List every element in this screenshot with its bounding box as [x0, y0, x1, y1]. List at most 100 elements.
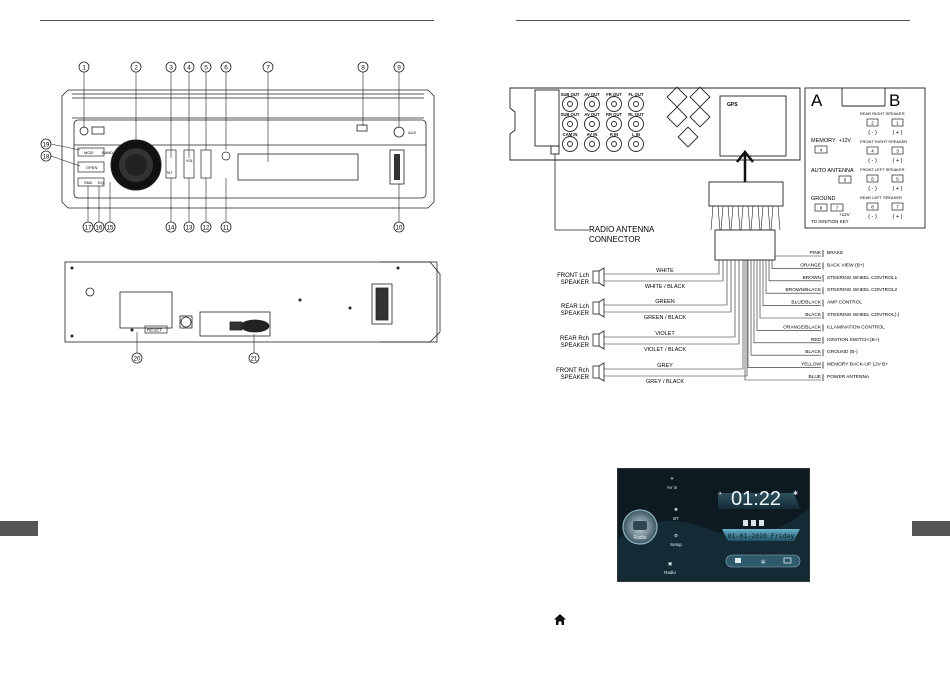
sd-slot[interactable] — [356, 124, 368, 132]
eject-panel[interactable] — [389, 149, 405, 185]
bluetooth-status-icon: ✱ — [793, 490, 798, 497]
usb-port[interactable] — [91, 126, 105, 135]
b-speaker-name: REAR LEFT SPEAKER — [860, 195, 902, 200]
volume-knob[interactable] — [110, 139, 162, 191]
antenna-label-2: CONNECTOR — [589, 235, 641, 244]
speaker-wire-color-1: VIOLET — [655, 331, 675, 337]
wire-function: BRAKE — [827, 250, 843, 256]
b-pin-plus: 3 — [896, 149, 899, 154]
bracket — [534, 89, 560, 147]
snd-label: SND — [84, 180, 93, 185]
polarity-minus: ( - ) — [868, 214, 877, 220]
b-pin-plus: 5 — [896, 177, 899, 182]
rear-panel-diagram: RESET 20 21 — [64, 261, 441, 364]
reset-label: RESET — [147, 328, 162, 333]
rca-jack-center — [633, 101, 639, 107]
menu-radio[interactable]: Radio — [664, 570, 676, 575]
rca-sub-out-2: SUB OUT — [561, 112, 580, 117]
callout-11: 11 — [223, 226, 230, 232]
menu-av-in[interactable]: AV in — [667, 485, 678, 490]
left-page-tab — [0, 521, 38, 536]
wire-function: STEERING WHEEL CONTROL2 — [827, 287, 898, 293]
rca-fr-out: FR OUT — [606, 92, 622, 97]
display-window — [237, 153, 359, 181]
next-button[interactable] — [200, 149, 212, 179]
callout-3: 3 — [169, 65, 173, 72]
mod-label: MOD — [84, 150, 93, 155]
harness-wire — [747, 205, 751, 231]
iso-connector-holes — [666, 86, 711, 148]
speaker-name-line2: SPEAKER — [561, 280, 590, 286]
rca-jack-center — [633, 141, 639, 147]
speaker-wire-color-1: WHITE — [656, 268, 674, 274]
ignition-pin: 7 — [836, 206, 839, 211]
right-page-rule — [516, 20, 910, 21]
rca-jack-center — [633, 121, 639, 127]
speaker-wire-color-2: GREY / BLACK — [646, 379, 684, 385]
polarity-plus: ( + ) — [893, 186, 903, 192]
callout-12: 12 — [203, 226, 210, 232]
rca-jack — [606, 136, 622, 152]
aux-jack[interactable] — [393, 126, 405, 138]
ground-pin: 8 — [820, 206, 823, 211]
speaker-name-line1: FRONT Lch — [557, 273, 589, 279]
harness-wire — [760, 205, 764, 231]
polarity-plus: ( + ) — [893, 214, 903, 220]
band-label: BAND — [102, 150, 113, 155]
callout-6: 6 — [224, 65, 228, 72]
radio-small-icon[interactable]: ▣ — [668, 561, 672, 566]
clock-time: 01:22 — [731, 488, 781, 510]
quick-bar-monitor-icon[interactable] — [783, 557, 792, 564]
head-unit-screen: Radio ✈ AV in ✱ BT ⚙ Setup ▣ Radio 01:22… — [617, 468, 810, 582]
rca-jack-center — [589, 101, 595, 107]
menu-setup[interactable]: Setup — [670, 542, 682, 547]
bluetooth-icon[interactable]: ✱ — [674, 507, 678, 512]
wire-line — [753, 260, 821, 344]
rca-fl-out: FL OUT — [628, 92, 643, 97]
eq-label: EQ — [98, 180, 104, 185]
rca-jack-center — [589, 121, 595, 127]
wire-function: MEMORY BACK-UP 12V B+ — [827, 362, 888, 368]
left-page-rule — [40, 20, 434, 21]
quick-bar-star-icon[interactable]: ✲ — [760, 559, 765, 566]
wire-function: ILLAMINATION CONTROL — [827, 324, 885, 330]
date-display: 01-01-2010 Friday — [728, 532, 795, 540]
rca-av-in: AV IN — [587, 132, 598, 137]
reset-button[interactable] — [144, 325, 168, 334]
connector-ab-box: A B — [804, 87, 926, 229]
open-label: OPEN — [86, 165, 97, 170]
gps-label: GPS — [727, 102, 738, 108]
rca-jack-center — [567, 141, 573, 147]
wire-line — [768, 260, 821, 282]
connector-b-label: B — [889, 91, 900, 110]
speaker-name-line2: SPEAKER — [561, 375, 590, 381]
speaker-wire — [604, 260, 740, 345]
harness-wire — [727, 205, 731, 231]
rca-av-out-2: AV OUT — [584, 112, 600, 117]
snd-button[interactable] — [77, 177, 105, 187]
callout-13: 13 — [186, 226, 193, 232]
rca-jack — [584, 96, 600, 112]
rear-chassis — [64, 261, 441, 343]
quick-bar-video-icon[interactable] — [735, 558, 741, 563]
open-button[interactable] — [77, 161, 105, 173]
polarity-plus: ( + ) — [893, 158, 903, 164]
harness-wire — [737, 205, 741, 231]
screen-graphic: Radio ✈ AV in ✱ BT ⚙ Setup ▣ Radio 01:22… — [618, 469, 809, 581]
mod-button[interactable] — [77, 147, 105, 157]
antenna-plug — [550, 145, 560, 155]
wire-line — [756, 260, 821, 331]
gear-icon[interactable]: ⚙ — [674, 533, 678, 538]
menu-bt[interactable]: BT — [673, 516, 679, 521]
power-button[interactable] — [79, 126, 89, 136]
memory-pin: 4 — [820, 148, 823, 153]
wire-color: PINK — [810, 250, 822, 256]
arrow-up — [736, 149, 754, 182]
av-in-icon[interactable]: ✈ — [670, 476, 674, 481]
rca-rl-out: RL OUT — [628, 112, 644, 117]
callout-9: 9 — [397, 65, 401, 72]
